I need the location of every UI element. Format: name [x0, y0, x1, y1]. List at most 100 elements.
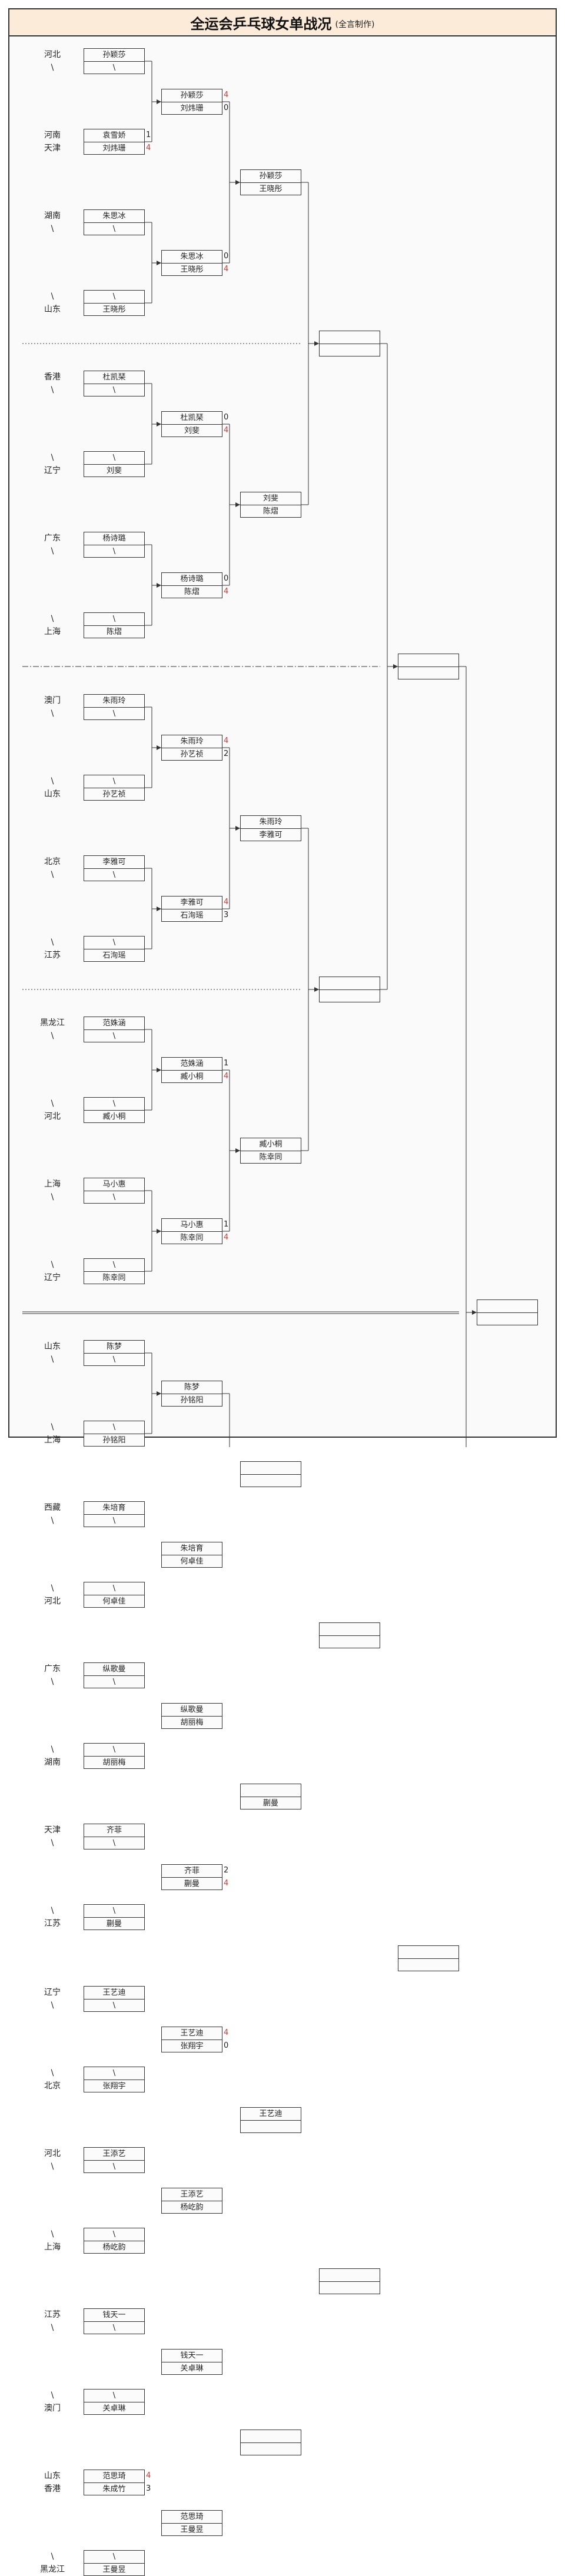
player-slot-top [398, 654, 458, 667]
score-top: 1 [146, 131, 151, 139]
province-label-bottom: 北京 [44, 2081, 61, 2091]
province-label-bottom: \ [51, 385, 54, 395]
player-slot-top: \ [84, 937, 144, 949]
player-slot-bottom: \ [112, 2162, 116, 2171]
match-box: 袁雪娇刘炜珊 [84, 129, 145, 155]
province-label-bottom: 香港 [44, 2484, 61, 2494]
score-bottom: 4 [224, 265, 229, 274]
player-slot-bottom: \ [112, 709, 116, 718]
match-box: 陈梦\ [84, 1340, 145, 1366]
score-bottom: 4 [146, 144, 151, 152]
province-label-top: \ [51, 1260, 54, 1269]
score-top: 4 [224, 898, 229, 907]
match-box: 纵歌曼胡丽梅 [161, 1703, 222, 1729]
player-slot-bottom: \ [112, 1032, 116, 1041]
province-label-bottom: \ [51, 1516, 54, 1525]
province-label-bottom: 山东 [44, 305, 61, 314]
player-slot-top: 齐菲 [84, 1824, 144, 1837]
province-label-top: 河北 [44, 2149, 61, 2158]
province-label-top: 辽宁 [44, 1988, 61, 1997]
player-slot-top: \ [84, 291, 144, 304]
player-slot-top: \ [84, 1259, 144, 1272]
player-slot-bottom: 陈熠 [262, 507, 278, 516]
match-box: 王艺迪\ [84, 1986, 145, 2012]
player-slot-bottom: 陈幸同 [102, 1274, 126, 1282]
match-box: \陈熠 [84, 612, 145, 638]
player-slot-bottom: 何卓佳 [102, 1597, 126, 1606]
province-label-bottom: 湖南 [44, 1758, 61, 1767]
player-slot-top [241, 1462, 301, 1475]
province-label-top: 北京 [44, 857, 61, 867]
score-bottom: 4 [224, 426, 229, 435]
title-bar: 全运会乒乓球女单战况 (全言制作) [8, 8, 557, 36]
province-label-top: \ [51, 2230, 54, 2239]
match-box: 朱雨玲\ [84, 694, 145, 720]
match-box: \臧小桐 [84, 1097, 145, 1123]
player-slot-top: 朱雨玲 [84, 695, 144, 708]
match-box [477, 1299, 538, 1325]
match-box: 朱思冰\ [84, 209, 145, 235]
advance-arrow [157, 261, 161, 265]
province-label-bottom: \ [51, 2162, 54, 2171]
player-slot-bottom: 陈幸同 [259, 1153, 282, 1162]
match-box: \孙艺祯 [84, 775, 145, 801]
match-box [319, 331, 380, 356]
province-label-bottom: \ [51, 63, 54, 72]
match-box: 朱培育何卓佳 [161, 1542, 222, 1568]
match-box: 钱天一关卓琳 [161, 2349, 222, 2375]
player-slot-top: 朱雨玲 [241, 816, 301, 829]
match-box: \王曼昱 [84, 2550, 145, 2576]
player-slot-bottom: \ [112, 1193, 116, 1202]
player-slot-bottom: 刘斐 [106, 466, 122, 475]
player-slot-top [320, 331, 380, 344]
score-bottom: 4 [224, 587, 229, 596]
province-label-top: \ [51, 777, 54, 786]
match-box: 齐菲蒯曼 [161, 1864, 222, 1890]
province-label-top: 广东 [44, 1664, 61, 1674]
player-slot-top: \ [84, 1421, 144, 1434]
player-slot-bottom: 王晓彤 [180, 265, 204, 274]
player-slot-bottom: 蒯曼 [106, 1919, 122, 1928]
player-slot-bottom: \ [112, 386, 116, 395]
province-label-top: 天津 [44, 1825, 61, 1835]
player-slot-top: 刘斐 [241, 492, 301, 505]
player-slot-top: \ [84, 613, 144, 626]
player-slot-bottom: \ [112, 871, 116, 879]
player-slot-bottom: 关卓琳 [180, 2364, 204, 2373]
province-label-top: 河南 [44, 131, 61, 140]
match-box [319, 1622, 380, 1648]
match-box: 朱培育\ [84, 1501, 145, 1527]
province-label-bottom: 天津 [44, 144, 61, 153]
player-slot-top: 范思琦 [84, 2470, 144, 2483]
player-slot-bottom: 臧小桐 [102, 1112, 126, 1121]
player-slot-bottom [320, 1636, 380, 1648]
player-slot-bottom: \ [112, 2324, 116, 2332]
player-slot-top: \ [84, 775, 144, 788]
match-box: 范思琦朱成竹 [84, 2470, 145, 2495]
player-slot-top: 臧小桐 [241, 1138, 301, 1151]
player-slot-top: \ [84, 1098, 144, 1111]
match-box: 朱雨玲李雅可 [240, 815, 301, 841]
province-label-bottom: 辽宁 [44, 466, 61, 475]
advance-arrow [314, 987, 319, 992]
province-label-top: \ [51, 614, 54, 624]
match-box: 朱雨玲孙艺祯 [161, 735, 222, 761]
player-slot-bottom [477, 1313, 537, 1325]
player-slot-top: 钱天一 [84, 2309, 144, 2322]
province-label-top: 山东 [44, 2471, 61, 2481]
player-slot-top: \ [84, 2390, 144, 2402]
score-bottom: 3 [224, 911, 229, 919]
match-box [319, 2268, 380, 2294]
player-slot-bottom: 关卓琳 [102, 2404, 126, 2413]
player-slot-top: 范姝涵 [162, 1058, 222, 1071]
player-slot-top: \ [84, 2551, 144, 2564]
match-box: 杨诗璐陈熠 [161, 572, 222, 598]
player-slot-bottom: 刘炜珊 [102, 144, 126, 153]
player-slot-top: 范姝涵 [84, 1017, 144, 1030]
province-label-bottom: 黑龙江 [40, 2565, 65, 2574]
province-label-bottom: \ [51, 1031, 54, 1041]
player-slot-bottom [398, 667, 458, 679]
player-slot-bottom [398, 1959, 458, 1971]
match-box: 杨诗璐\ [84, 532, 145, 558]
match-box [398, 654, 459, 679]
